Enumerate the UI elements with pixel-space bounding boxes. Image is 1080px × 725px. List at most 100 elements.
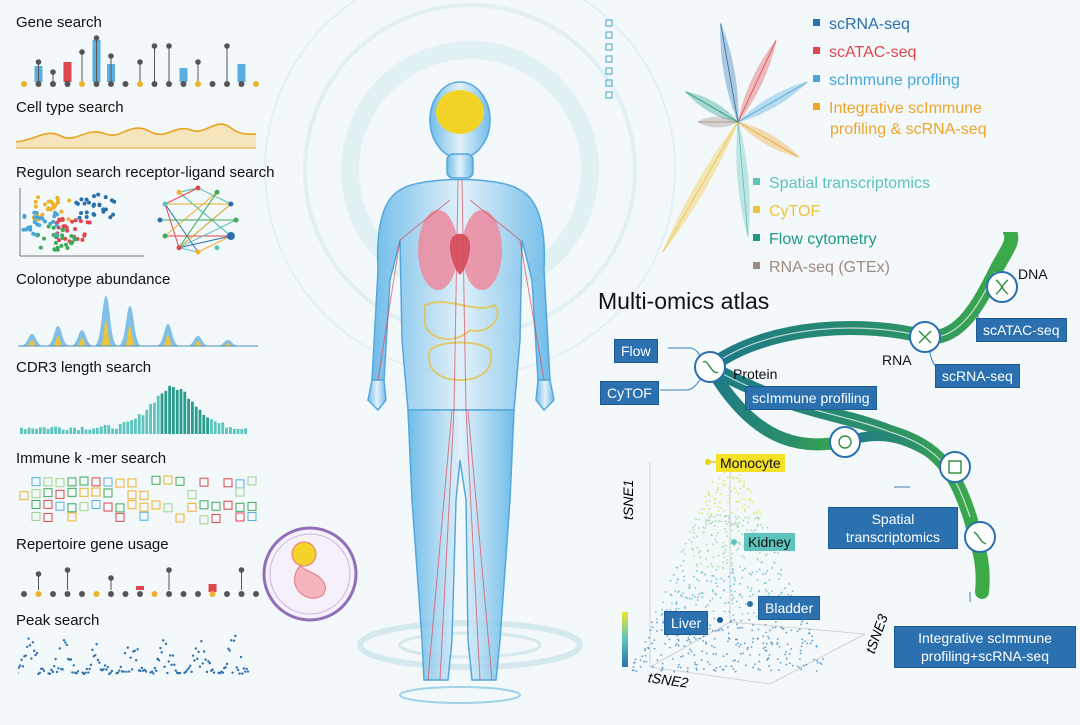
section-label-peak-search: Peak search [16, 612, 100, 629]
peak-point [228, 649, 231, 652]
kmer-cell [247, 476, 257, 486]
tsne-point [727, 521, 730, 523]
peak-point [133, 649, 136, 652]
tsne-point [751, 629, 754, 632]
tsne-point [751, 571, 754, 574]
legend-scimmune-profiling: scImmune profling [813, 71, 960, 90]
tsne-point [648, 636, 650, 639]
tsne-point [672, 573, 675, 576]
tsne-point [741, 532, 744, 535]
peak-point [234, 634, 237, 638]
tsne-point [733, 590, 736, 593]
kmer-cell [211, 514, 221, 524]
cdr3-bar [23, 429, 27, 434]
peak-point [204, 658, 207, 661]
tsne-point [727, 575, 730, 578]
regulon-point [84, 210, 89, 215]
peak-point [128, 670, 131, 673]
tsne-point [643, 660, 645, 663]
tsne-point [686, 597, 689, 599]
usage-base-dot [50, 591, 56, 597]
tsne-point [755, 511, 758, 514]
peak-point [241, 672, 244, 675]
tsne-point [723, 589, 726, 592]
usage-bar [208, 584, 217, 592]
legend-scrna-seq: scRNA-seq [813, 15, 910, 34]
network-edge [164, 191, 218, 237]
tsne-point [712, 555, 715, 558]
kmer-cell [163, 475, 173, 485]
tsne-point [661, 668, 664, 671]
tsne-point [778, 578, 781, 581]
peak-point [224, 666, 227, 669]
tsne-point [806, 642, 809, 645]
peak-point [189, 664, 192, 668]
cdr3-bar [118, 423, 122, 434]
tsne-point [661, 612, 664, 615]
tsne-point [735, 500, 738, 503]
tsne-point [713, 524, 716, 527]
tsne-point [738, 645, 741, 648]
network-node [214, 189, 220, 195]
peak-point [171, 654, 175, 657]
peak-point [72, 664, 75, 667]
usage-dot [166, 567, 172, 573]
tsne-point [737, 541, 740, 544]
tsne-point [696, 663, 698, 666]
box-cytof: CyTOF [600, 381, 659, 405]
tsne-point [768, 665, 770, 668]
tsne-point [761, 526, 764, 529]
peak-point [69, 658, 73, 661]
regulon-point [82, 201, 87, 206]
tsne-point [764, 649, 767, 652]
tsne-point [737, 642, 739, 644]
kmer-cell [223, 500, 233, 510]
tsne-point [683, 645, 686, 647]
tsne-point [729, 524, 732, 527]
tsne-point [741, 613, 744, 615]
tsne-point [764, 623, 767, 626]
regulon-point [92, 212, 97, 217]
tsne-point [790, 647, 793, 650]
tsne-point [713, 502, 716, 505]
tsne-point [722, 483, 725, 486]
tsne-point [731, 512, 733, 515]
peak-point [26, 645, 29, 648]
tsne-point [686, 667, 689, 670]
legend-marker [753, 262, 760, 270]
tsne-point [632, 669, 635, 672]
tsne-point [693, 654, 696, 656]
tsne-point [732, 597, 735, 599]
tsne-point [675, 581, 678, 584]
tsne-point [746, 529, 749, 532]
legend-rna-seq-gtex: RNA-seq (GTEx) [753, 258, 890, 277]
tsne-point [720, 520, 723, 523]
kmer-cell [211, 501, 221, 511]
tsne-point [743, 642, 746, 645]
tsne-point [716, 488, 719, 491]
legend-label: scRNA-seq [829, 16, 910, 33]
tsne-point [706, 504, 709, 506]
peak-point [203, 650, 206, 653]
kmer-cell [151, 475, 161, 485]
node-label-rna: RNA [882, 352, 912, 368]
peak-point [235, 666, 238, 669]
peak-point [150, 670, 154, 673]
peak-point [64, 641, 67, 644]
tsne-point [705, 643, 708, 645]
regulon-point [51, 219, 56, 224]
tsne-point [730, 571, 733, 574]
tsne-point [776, 638, 779, 640]
tsne-point [774, 621, 777, 623]
cdr3-bar [225, 427, 228, 434]
gene-base-dot [108, 81, 114, 87]
gene-dot [50, 69, 56, 75]
tsne-point [765, 631, 767, 634]
peak-point [116, 671, 120, 674]
tsne-point [765, 590, 768, 593]
legend-marker [813, 19, 820, 27]
gene-base-dot [64, 81, 71, 87]
network-node [162, 201, 168, 207]
tsne-point [735, 517, 738, 520]
tsne-point [711, 495, 713, 498]
